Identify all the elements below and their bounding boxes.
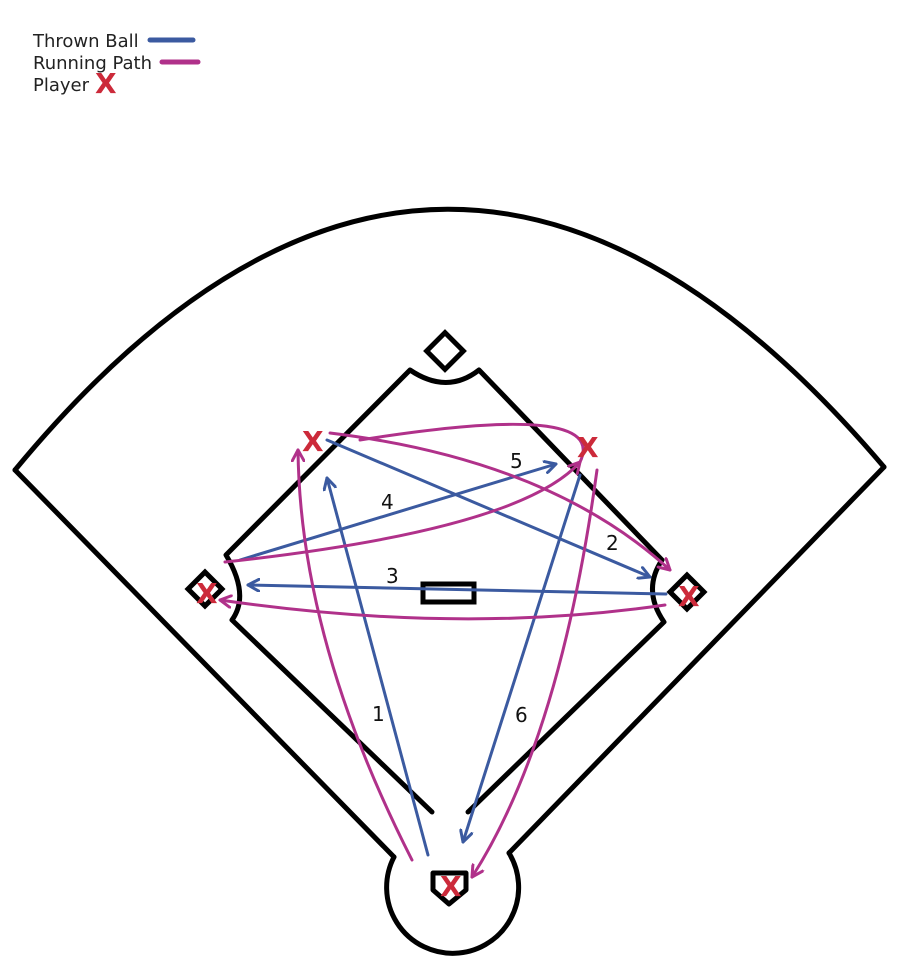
running-paths xyxy=(218,422,672,879)
player-first-base: X xyxy=(678,580,700,613)
sequence-label-4: 4 xyxy=(381,490,394,514)
player-home: X xyxy=(440,870,462,903)
run-path-5 xyxy=(358,422,585,464)
left-foul-line xyxy=(12,467,397,860)
run-path-3 xyxy=(218,600,667,621)
sequence-label-5: 5 xyxy=(510,449,523,473)
home-plate-circle xyxy=(384,850,522,956)
sequence-label-1: 1 xyxy=(372,702,385,726)
legend-thrown-ball-label: Thrown Ball xyxy=(32,31,139,52)
pitchers-rubber xyxy=(420,581,477,605)
throw-path-6 xyxy=(463,473,582,844)
thrown-ball-paths xyxy=(238,438,668,857)
first-base xyxy=(666,571,708,613)
sequence-labels: 1 2 3 4 5 6 xyxy=(372,449,619,727)
throw-path-1 xyxy=(327,476,430,857)
throw-path-3 xyxy=(246,585,668,596)
throw-path-2 xyxy=(325,438,652,577)
legend-running-path-label: Running Path xyxy=(33,53,152,74)
sequence-label-2: 2 xyxy=(606,531,619,555)
run-path-1 xyxy=(298,448,414,862)
sequence-label-3: 3 xyxy=(386,564,399,588)
legend-player-label: Player xyxy=(33,75,90,96)
player-second-base: X xyxy=(577,431,599,464)
right-foul-line xyxy=(506,464,887,856)
field-outline xyxy=(12,206,887,956)
run-path-6 xyxy=(470,468,599,879)
sequence-label-6: 6 xyxy=(515,703,528,727)
legend: Thrown Ball Running Path Player X xyxy=(32,31,201,100)
player-third-base: X xyxy=(196,577,218,610)
player-shortstop: X xyxy=(302,425,324,458)
third-base xyxy=(184,568,226,610)
outfield-fence xyxy=(12,206,887,473)
throw-path-4 xyxy=(238,464,558,562)
home-plate xyxy=(430,870,469,907)
run-path-2 xyxy=(328,431,672,572)
second-base xyxy=(423,329,467,373)
players: X X X X X xyxy=(196,425,700,903)
legend-player-mark: X xyxy=(95,67,117,100)
run-path-4 xyxy=(223,460,582,564)
